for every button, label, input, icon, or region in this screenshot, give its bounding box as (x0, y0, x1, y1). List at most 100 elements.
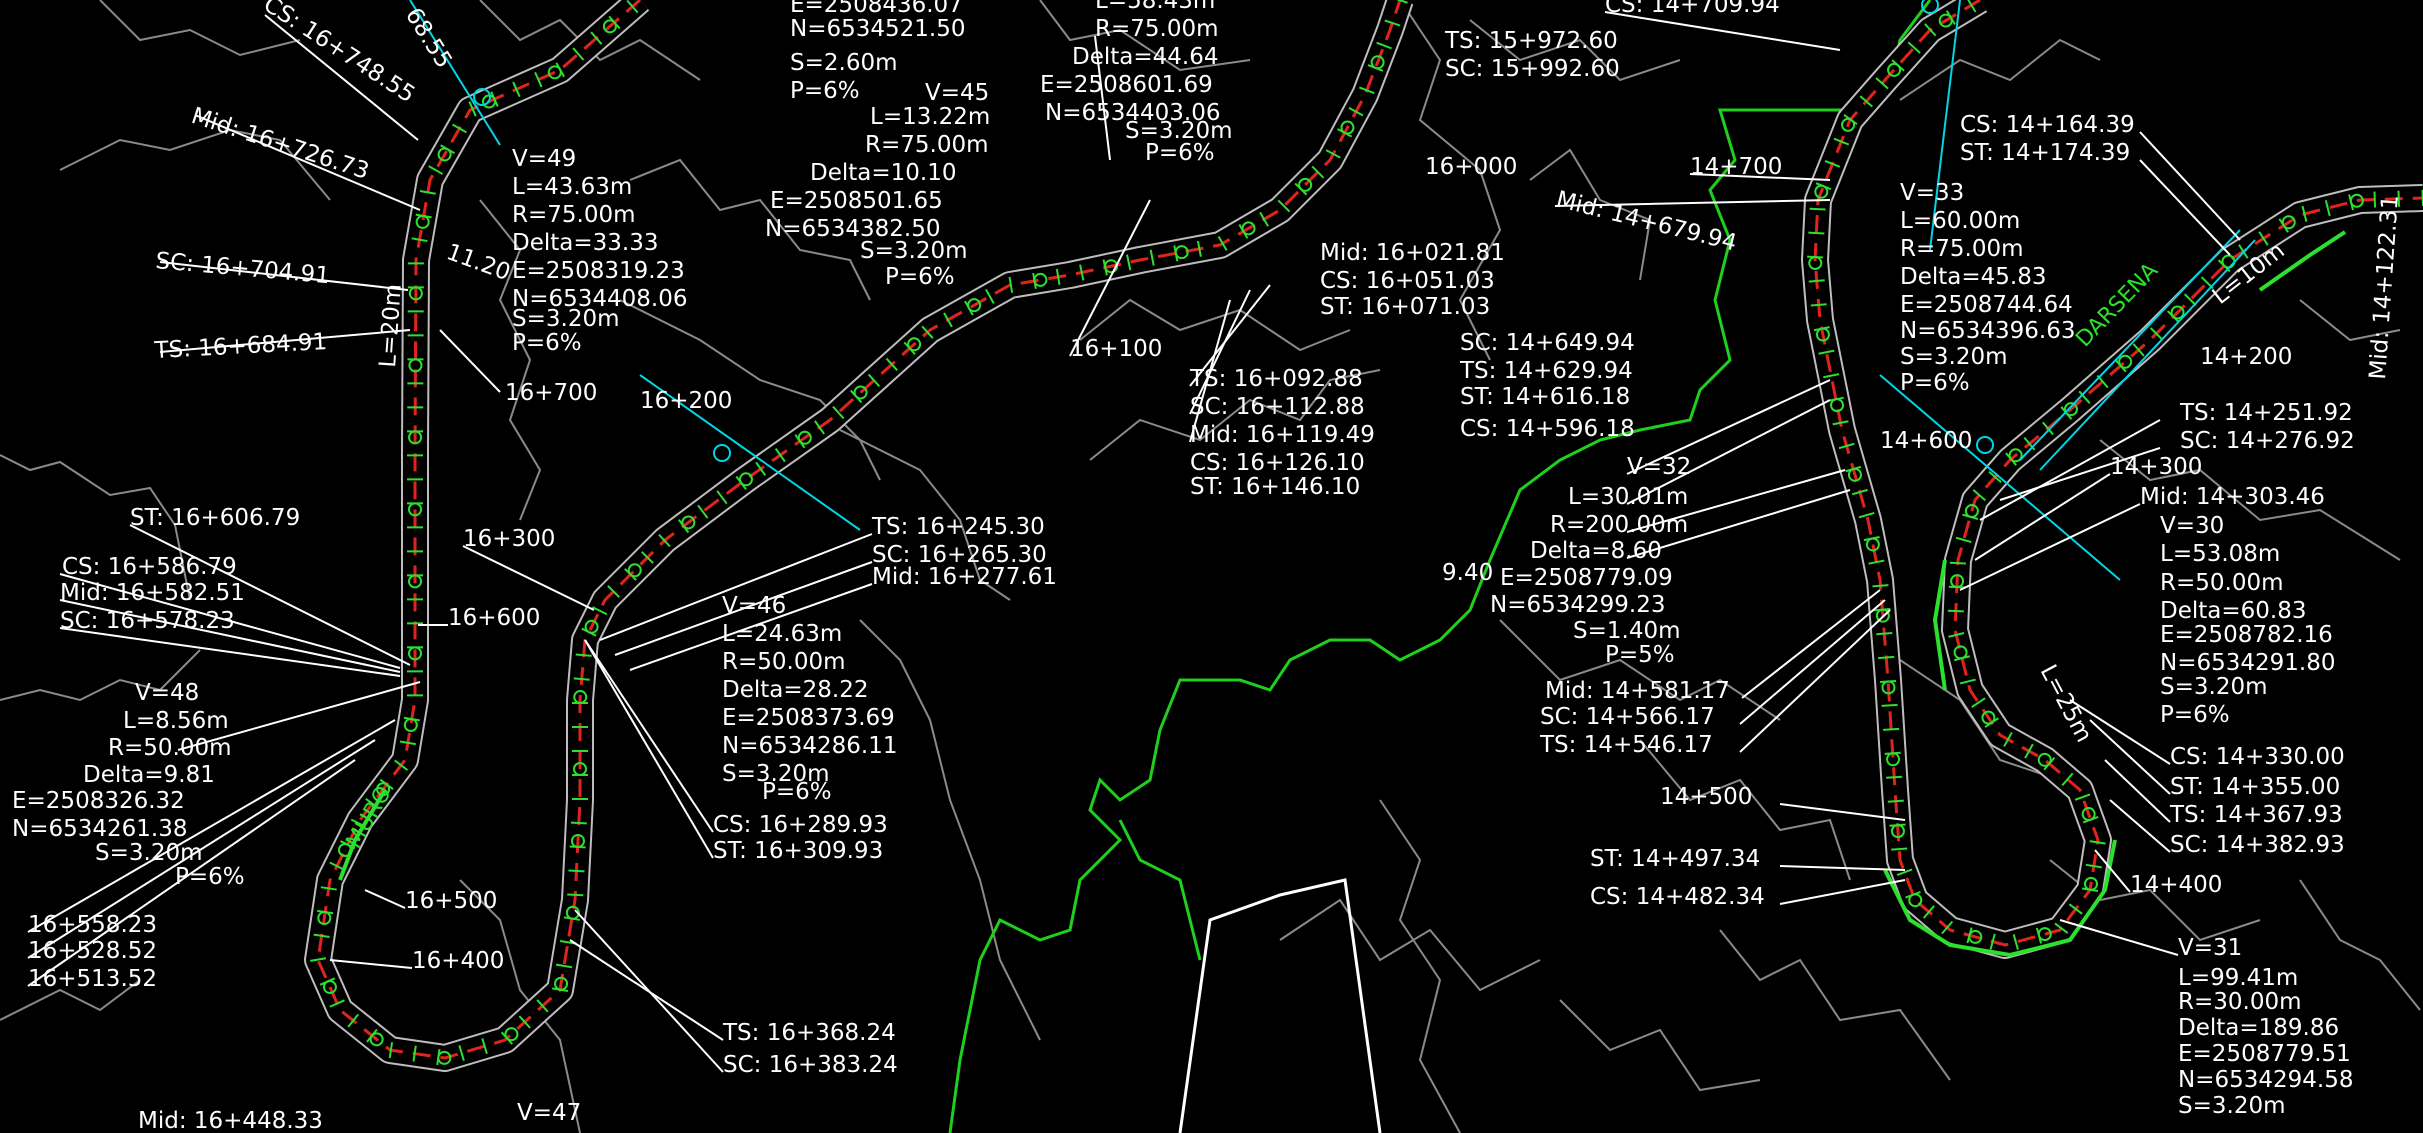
station-tick (458, 1045, 465, 1061)
station-tick (1924, 23, 1937, 37)
station-label: 14+200 (2200, 344, 2292, 370)
station-tick (2061, 772, 2074, 787)
marker-circle (1921, 0, 1939, 14)
contour-line (0, 454, 191, 601)
contour-line (1279, 898, 1541, 992)
leader-line (159, 329, 411, 353)
station-tick (697, 504, 709, 519)
leader-line (27, 719, 396, 933)
station-tick (1948, 631, 1965, 638)
station-label: 16+600 (448, 605, 540, 631)
station-label: SC: 15+992.60 (1445, 56, 1620, 82)
station-label: Mid: 16+119.49 (1190, 422, 1375, 448)
station-marker (437, 147, 452, 162)
station-label: CS: 16+289.93 (713, 812, 888, 838)
station-label: V=31 (2178, 935, 2242, 961)
station-tick (1217, 236, 1228, 251)
station-label: 14+700 (1690, 154, 1782, 180)
contour-line (839, 429, 1011, 601)
leader-line (59, 627, 401, 677)
contour-line (1399, 0, 1502, 361)
station-marker (408, 286, 423, 301)
boundary-path (1118, 819, 1202, 961)
station-label: SC: 16+578.23 (60, 608, 235, 634)
station-marker (547, 65, 562, 80)
leader-line (329, 959, 413, 969)
leader-line (1094, 35, 1111, 161)
station-tick (658, 534, 671, 548)
station-label: CS: 14+709.94 (1605, 0, 1780, 18)
station-tick (1988, 471, 2002, 484)
station-marker (1968, 929, 1983, 944)
contour-line (0, 979, 141, 1021)
station-tick (1876, 631, 1893, 636)
station-tick (1149, 249, 1155, 266)
station-tick (1809, 207, 1826, 211)
station-marker (584, 619, 599, 634)
station-label: Mid: 16+277.61 (872, 564, 1057, 590)
station-tick (518, 1015, 531, 1029)
station-marker (2083, 876, 2098, 891)
station-label: 16+000 (1425, 154, 1517, 180)
marker-line (639, 374, 861, 531)
station-label: L=13.22m (870, 104, 990, 130)
station-tick (573, 677, 590, 681)
station-tick (468, 101, 477, 117)
station-marker (2063, 402, 2078, 417)
marker-circle (1976, 436, 1994, 454)
station-tick (1891, 847, 1908, 851)
station-label: ST: 14+616.18 (1460, 384, 1630, 410)
station-marker (2008, 448, 2023, 463)
station-label: V=45 (925, 80, 989, 106)
station-label: Delta=189.86 (2178, 1015, 2339, 1041)
station-tick (832, 405, 845, 420)
station-label: 11.20 (443, 239, 514, 286)
station-label: Mid: 16+726.73 (188, 103, 372, 185)
leader-line (364, 889, 406, 909)
station-label: L=24.63m (722, 621, 842, 647)
station-tick (2301, 205, 2308, 222)
station-marker (1340, 120, 1355, 135)
contour-line (59, 128, 331, 201)
station-tick (572, 47, 585, 61)
station-label: R=75.00m (1095, 16, 1219, 42)
station-label: TS: 14+546.17 (1539, 732, 1713, 758)
leader-line (1689, 173, 1831, 181)
station-label: V=46 (722, 593, 786, 619)
station-label: Delta=33.33 (512, 230, 658, 256)
leader-line (1979, 419, 2161, 521)
station-label: N=6534521.50 (790, 16, 966, 42)
station-label: N=6534403.06 (1045, 100, 1221, 126)
station-label: V=32 (1627, 454, 1691, 480)
leader-line (2109, 799, 2171, 853)
station-label: E=2508744.64 (1900, 292, 2073, 318)
station-label: ST: 16+606.79 (130, 505, 300, 531)
station-label: CS: 14+164.39 (1960, 112, 2135, 138)
station-tick (1259, 211, 1269, 227)
station-marker (2118, 354, 2133, 369)
station-marker (967, 298, 982, 313)
leader-line (599, 533, 873, 641)
station-tick (2085, 863, 2102, 869)
contour-line (1379, 799, 1461, 1133)
station-label: SC: 14+649.94 (1460, 330, 1635, 356)
station-tick (481, 1038, 488, 1055)
station-label: R=75.00m (512, 202, 636, 228)
station-tick (774, 447, 786, 463)
station-tick (1859, 95, 1873, 108)
station-tick (388, 1042, 394, 1059)
station-label: 16+200 (640, 388, 732, 414)
leader-line (1069, 199, 1151, 357)
station-label: Delta=45.83 (1900, 264, 2046, 290)
leader-line (2104, 759, 2171, 823)
leader-lines (27, 11, 2241, 1073)
station-marker (1808, 256, 1823, 271)
station-label: Delta=9.81 (83, 762, 215, 788)
station-marker (1908, 893, 1923, 908)
station-label: SC: 16+383.24 (723, 1052, 898, 1078)
station-label: TS: 15+972.60 (1444, 28, 1618, 54)
road-alignment (304, 0, 2423, 1072)
station-marker (681, 515, 696, 530)
station-tick (1838, 442, 1855, 450)
marker-line (409, 0, 501, 146)
